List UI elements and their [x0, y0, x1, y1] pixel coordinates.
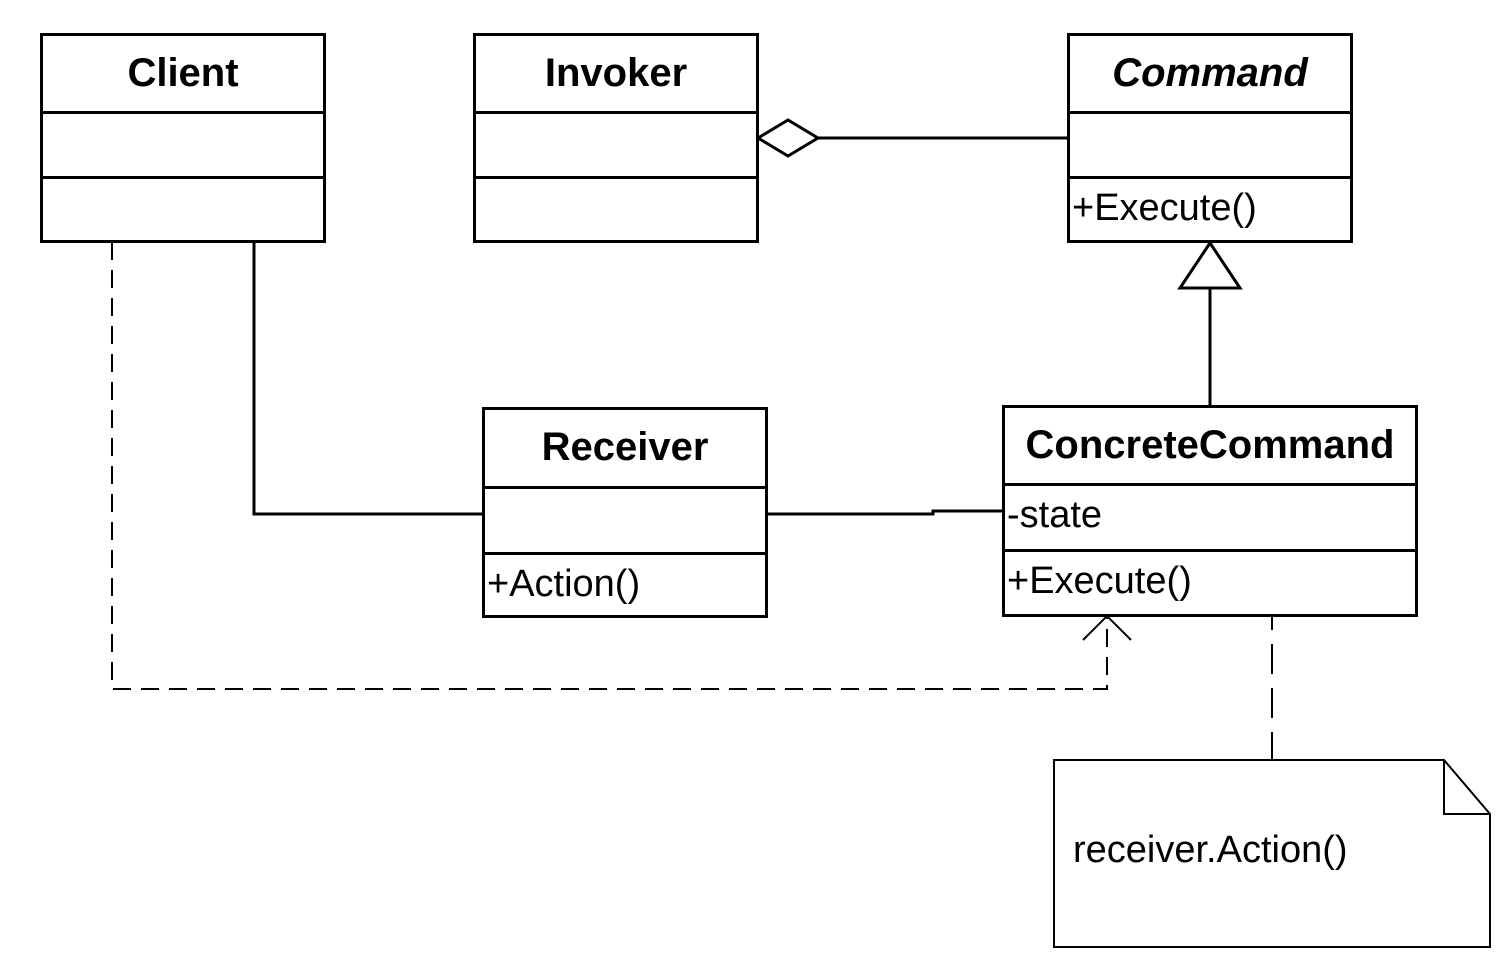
note-shape — [1053, 759, 1491, 948]
class-concrete-command[interactable]: ConcreteCommand -state +Execute() — [1002, 405, 1418, 617]
class-operations: +Execute() — [1072, 187, 1257, 229]
class-operations: +Execute() — [1007, 560, 1192, 602]
class-operations — [476, 179, 756, 240]
class-operations: +Action() — [487, 563, 641, 605]
class-attributes — [485, 489, 765, 555]
class-name: Invoker — [476, 36, 756, 114]
association-receiver-concretecommand — [767, 509, 1003, 516]
class-name: Receiver — [485, 410, 765, 489]
class-operations — [43, 179, 323, 240]
class-name: ConcreteCommand — [1005, 408, 1415, 486]
generalization-triangle — [1177, 240, 1243, 290]
class-attributes — [43, 114, 323, 179]
class-attributes: -state — [1005, 486, 1415, 552]
class-name: Command — [1070, 36, 1350, 114]
aggregation-invoker-command — [755, 118, 1068, 158]
note-text: receiver.Action() — [1073, 829, 1348, 871]
generalization-concretecommand-command — [1177, 240, 1243, 407]
association-client-receiver — [252, 242, 484, 516]
class-invoker[interactable]: Invoker — [473, 33, 759, 243]
class-attributes — [1070, 114, 1350, 179]
class-receiver[interactable]: Receiver +Action() — [482, 407, 768, 618]
class-attributes — [476, 114, 756, 179]
class-command[interactable]: Command +Execute() — [1067, 33, 1353, 243]
class-name: Client — [43, 36, 323, 114]
aggregation-diamond — [755, 118, 821, 158]
class-client[interactable]: Client — [40, 33, 326, 243]
